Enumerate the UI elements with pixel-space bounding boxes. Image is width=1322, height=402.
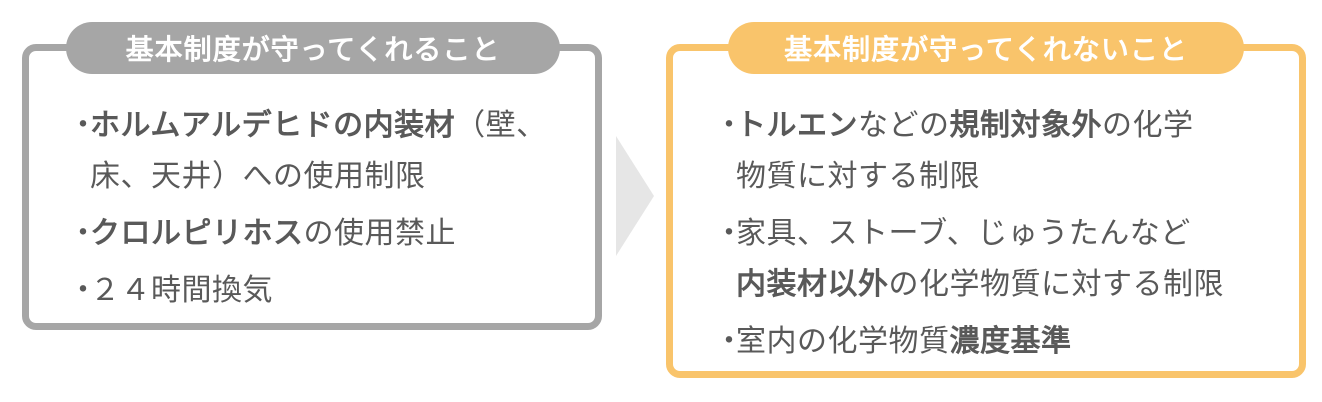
right-item-furniture: ・家具、ストーブ、じゅうたんなど内装材以外の化学物質に対する制限 <box>708 208 1298 310</box>
left-item-ventilation: ・２４時間換気 <box>62 265 582 316</box>
left-item-text: の使用禁止 <box>303 216 456 251</box>
left-item-bold: ホルムアルデヒドの内装材 <box>90 108 456 143</box>
right-item-bold: 濃度基準 <box>949 324 1072 359</box>
right-item-text: の化学物質に対する制限 <box>888 267 1224 302</box>
right-item-text: などの <box>858 108 950 143</box>
left-item-text: （壁、床、天井）への使用制限 <box>90 108 547 194</box>
right-item-concentration: ・室内の化学物質濃度基準 <box>708 316 1298 367</box>
bullet: ・ <box>714 108 745 143</box>
right-item-text: 室内の化学物質 <box>736 324 950 359</box>
bullet: ・ <box>68 108 99 143</box>
left-item-formaldehyde: ・ホルムアルデヒドの内装材（壁、床、天井）への使用制限 <box>62 100 582 202</box>
right-item-text: の化学 <box>1102 108 1194 143</box>
bullet: ・ <box>714 216 745 251</box>
bullet: ・ <box>68 216 99 251</box>
chevron-right-arrow-icon <box>616 136 654 256</box>
right-item-unregulated: ・トルエンなどの規制対象外の化学物質に対する制限 <box>708 100 1298 202</box>
right-item-text: 物質に対する制限 <box>736 159 980 194</box>
left-item-text: ２４時間換気 <box>90 273 273 308</box>
left-item-list: ・ホルムアルデヒドの内装材（壁、床、天井）への使用制限 ・クロルピリホスの使用禁… <box>62 100 582 316</box>
left-item-chlorpyrifos: ・クロルピリホスの使用禁止 <box>62 208 582 259</box>
right-item-bold: 規制対象外 <box>949 108 1102 143</box>
left-panel-title: 基本制度が守ってくれること <box>66 22 560 74</box>
right-panel-title: 基本制度が守ってくれないこと <box>728 22 1244 74</box>
right-item-list: ・トルエンなどの規制対象外の化学物質に対する制限 ・家具、ストーブ、じゅうたんな… <box>708 100 1298 367</box>
bullet: ・ <box>68 273 99 308</box>
right-item-bold: 内装材以外 <box>736 267 889 302</box>
bullet: ・ <box>714 324 745 359</box>
right-item-bold: トルエン <box>736 108 858 143</box>
left-item-bold: クロルピリホス <box>90 216 304 251</box>
right-item-text: 家具、ストーブ、じゅうたんなど <box>736 216 1191 251</box>
